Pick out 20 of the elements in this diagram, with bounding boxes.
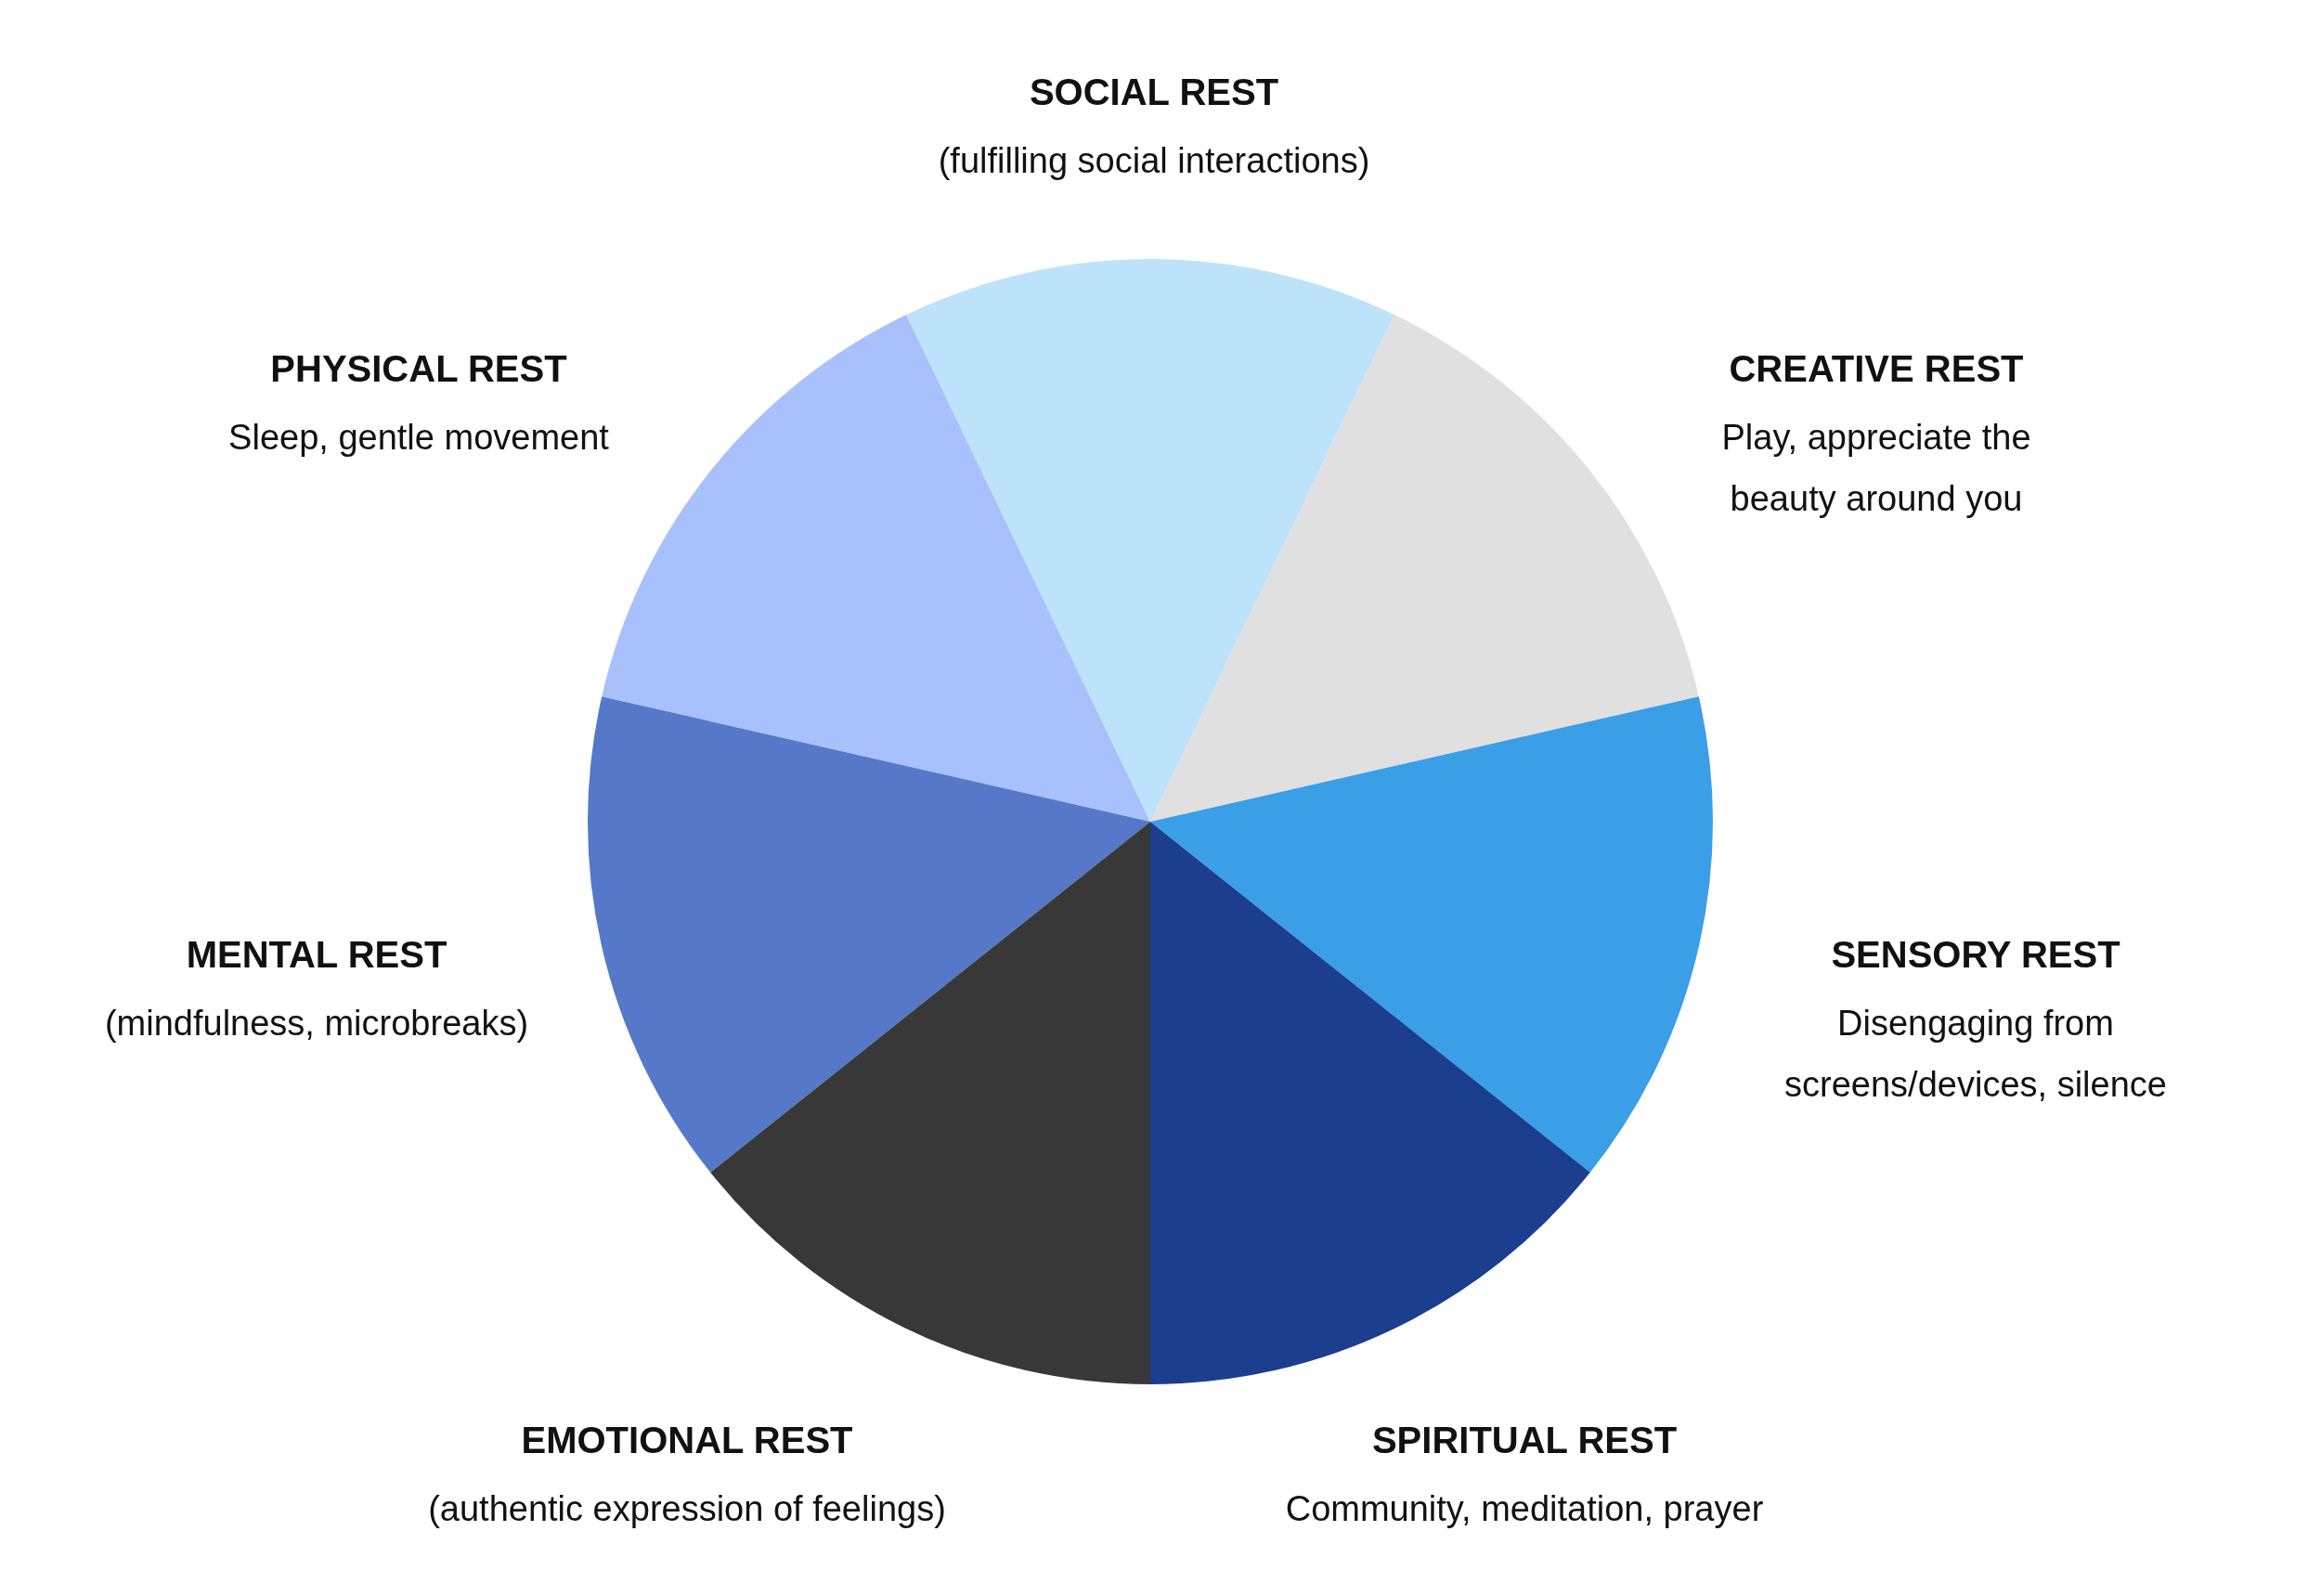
slice-heading: SOCIAL REST — [1029, 71, 1279, 114]
pie-slice — [588, 696, 1150, 1173]
slice-heading: SPIRITUAL REST — [1371, 1419, 1678, 1462]
slice-description: Disengaging from screens/devices, silence — [1783, 1003, 2168, 1106]
slice-description: Play, appreciate the beauty around you — [1720, 417, 2032, 520]
slice-heading: PHYSICAL REST — [270, 347, 567, 391]
slice-description: (authentic expression of feelings) — [428, 1488, 946, 1530]
pie-slice — [906, 260, 1394, 822]
slice-description: Community, meditation, prayer — [1285, 1488, 1764, 1530]
pie-slice — [1150, 315, 1699, 822]
slice-heading: MENTAL REST — [186, 933, 447, 977]
slice-description: Sleep, gentle movement — [228, 417, 609, 459]
pie-slice — [1150, 822, 1590, 1384]
pie-slice — [710, 822, 1150, 1384]
slice-heading: CREATIVE REST — [1729, 347, 2024, 391]
pie-slice — [1150, 696, 1713, 1173]
slice-description: (mindfulness, microbreaks) — [104, 1003, 529, 1045]
slice-description: (fulfilling social interactions) — [938, 140, 1370, 182]
slice-heading: SENSORY REST — [1831, 933, 2120, 977]
slice-heading: EMOTIONAL REST — [521, 1419, 853, 1462]
